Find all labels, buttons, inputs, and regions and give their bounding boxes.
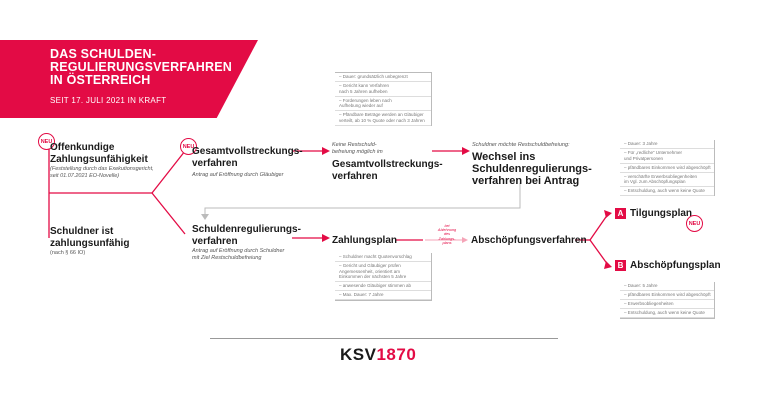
branch-up-line: [151, 150, 186, 194]
arrowhead-b: [604, 261, 612, 269]
list-item: Entschuldung, auch wenn keine Quote: [620, 309, 714, 318]
gesamtvollstreckungsverfahren-result-title: Gesamtvollstreckungs- verfahren: [332, 159, 443, 182]
ksv1870-logo: KSV1870: [340, 345, 416, 365]
list-item: anwesende Gläubiger stimmen ab: [335, 282, 431, 291]
logo-text: KSV: [340, 345, 377, 364]
list-item: Erwerbsobliegenheiten: [620, 300, 714, 309]
zahlungsunfaehig-note: (nach § 66 IO): [50, 250, 86, 256]
list-item: Gericht kann Verfahren nach 5 Jahren auf…: [335, 82, 431, 97]
footer-divider: [210, 338, 558, 339]
list-item: Entschuldung, auch wenn keine Quote: [620, 187, 714, 196]
option-a-badge: A: [615, 208, 626, 219]
abschoepfungsplan-title: Abschöpfungsplan: [630, 260, 721, 271]
rejection-arrowhead: [462, 237, 468, 243]
option-b-badge: B: [615, 260, 626, 271]
page-title: DAS SCHULDEN- REGULIERUNGSVERFAHREN IN Ö…: [50, 47, 232, 87]
arrowhead-col3-top: [322, 147, 330, 155]
neu-badge: NEU: [180, 138, 197, 155]
zahlungsplan-details-box: Schuldner macht Quotenvorschlag Gericht …: [335, 253, 432, 301]
list-item: Für „redliche“ Unternehmer und Privatper…: [620, 149, 714, 164]
abschoepfungsplan-details-box: Dauer: 5 Jahre pfändbares Einkommen wird…: [620, 282, 715, 319]
list-item: Gericht und Gläubiger prüfen Angemessenh…: [335, 262, 431, 282]
arrowhead-col4-top: [462, 147, 470, 155]
ablehnung-zahlungsplan-note: bei Ablehnung des Zahlungs- plans: [437, 224, 457, 245]
list-item: Dauer: 3 Jahre: [620, 140, 714, 149]
list-item: Forderungen leben nach Aufhebung wieder …: [335, 97, 431, 111]
list-item: Schuldner macht Quotenvorschlag: [335, 253, 431, 262]
zahlungsunfaehig-title: Schuldner ist zahlungsunfähig: [50, 226, 130, 249]
offenkundige-zahlungsunfaehigkeit-note: (Feststellung durch das Exekutionsgerich…: [50, 166, 154, 179]
abschoepfungsverfahren-title: Abschöpfungsverfahren: [471, 235, 587, 246]
gesamtvollstreckung-details-box: Dauer: grundsätzlich unbegrenzt Gericht …: [335, 72, 432, 126]
offenkundige-zahlungsunfaehigkeit-title: Offenkundige Zahlungsunfähigkeit: [50, 142, 148, 165]
neu-badge: NEU: [38, 133, 55, 150]
keine-restschuldbefreiung-note: Keine Restschuld- befreiung möglich im: [332, 142, 383, 155]
tilgungsplan-title: Tilgungsplan: [630, 208, 693, 219]
list-item: pfändbares Einkommen wird abgeschöpft: [620, 291, 714, 300]
list-item: Pfändbare Beträge werden an Gläubiger ve…: [335, 111, 431, 126]
gesamtvollstreckungsverfahren-note: Antrag auf Eröffnung durch Gläubiger: [192, 172, 284, 178]
tilgungsplan-details-box: Dauer: 3 Jahre Für „redliche“ Unternehme…: [620, 140, 715, 196]
list-item: verschärfte Erwerbsobliegenheiten im Vgl…: [620, 173, 714, 187]
gesamtvollstreckungsverfahren-title: Gesamtvollstreckungs- verfahren: [192, 146, 303, 169]
branch-down-line: [151, 192, 186, 235]
page-subtitle: SEIT 17. JULI 2021 IN KRAFT: [50, 96, 167, 105]
restschuldbefreiung-wunsch-note: Schuldner möchte Restschuldbefreiung:: [472, 142, 570, 148]
list-item: Dauer: 5 Jahre: [620, 282, 714, 291]
switch-back-arrowhead: [201, 214, 209, 220]
title-banner: [0, 40, 258, 118]
arrowhead-a: [604, 210, 612, 218]
neu-badge: NEU: [686, 215, 703, 232]
wechsel-schuldenregulierung-title: Wechsel ins Schuldenregulierungs- verfah…: [472, 151, 592, 187]
logo-accent: 1870: [376, 345, 417, 364]
arrowhead-col3-bottom: [322, 234, 330, 242]
zahlungsplan-title: Zahlungsplan: [332, 235, 397, 246]
list-item: pfändbares Einkommen wird abgeschöpft: [620, 164, 714, 173]
list-item: Max. Dauer: 7 Jahre: [335, 291, 431, 300]
switch-back-connector: [204, 183, 521, 216]
branch-a-line: [589, 213, 609, 241]
branch-b-line: [589, 239, 609, 266]
list-item: Dauer: grundsätzlich unbegrenzt: [335, 73, 431, 82]
schuldenregulierungsverfahren-title: Schuldenregulierungs- verfahren: [192, 224, 301, 247]
schuldenregulierungsverfahren-note: Antrag auf Eröffnung durch Schuldner mit…: [192, 248, 285, 261]
